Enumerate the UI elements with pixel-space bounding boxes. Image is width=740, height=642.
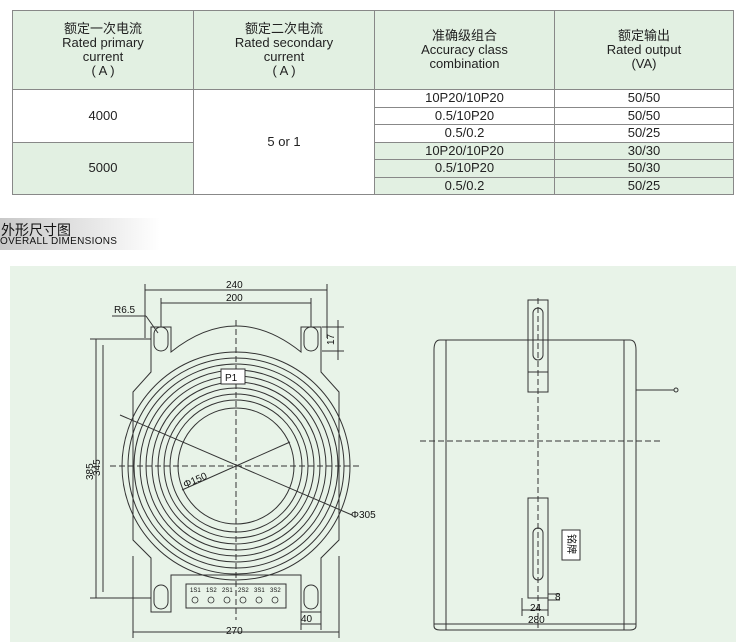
dim-345: 345: [92, 459, 103, 476]
phi305-leader: [119, 414, 353, 516]
spec-table: 额定一次电流 Rated primary current ( A ) 额定二次电…: [12, 10, 734, 195]
side-lug-bottom: [527, 497, 549, 599]
cell-secondary: 5 or 1: [193, 89, 375, 195]
slot-bottom-left: [153, 584, 169, 610]
header-primary: 额定一次电流 Rated primary current ( A ): [12, 10, 194, 90]
drawing-area: [10, 266, 736, 642]
cell-output: 50/30: [554, 159, 734, 178]
terminal-label: 3S2: [270, 588, 281, 594]
label-p1: P1: [225, 373, 238, 384]
cell-accuracy: 0.5/0.2: [374, 176, 555, 195]
dim-40: 40: [301, 614, 313, 625]
nameplate-label: 铭牌: [565, 534, 578, 554]
cell-primary-5000: 5000: [12, 141, 194, 195]
header-secondary: 额定二次电流 Rated secondary current ( A ): [193, 10, 375, 90]
dim-phi150: Φ150: [182, 471, 209, 491]
terminal-label: 1S2: [206, 588, 217, 594]
table-header-row: 额定一次电流 Rated primary current ( A ) 额定二次电…: [12, 10, 734, 90]
front-housing-outline: [132, 325, 340, 613]
dim-200: 200: [226, 293, 243, 304]
table-row: 0.5/0.2 50/25: [13, 124, 734, 143]
terminal-label: 1S1: [190, 588, 201, 594]
terminal-block: [185, 583, 287, 609]
terminal-screw-icon: [223, 596, 231, 604]
cell-accuracy: 10P20/10P20: [374, 89, 555, 108]
table-row: 0.5/0.2 50/25: [13, 176, 734, 195]
terminal-label: 2S1: [222, 588, 233, 594]
terminal-screw-icon: [271, 596, 279, 604]
cell-output: 30/30: [554, 141, 734, 160]
cell-output: 50/25: [554, 176, 734, 195]
slot-top-right: [303, 326, 319, 352]
terminal-label: 2S2: [238, 588, 249, 594]
section-heading: 外形尺寸图 OVERALL DIMENSIONS: [0, 218, 160, 250]
section-heading-en: OVERALL DIMENSIONS: [0, 236, 118, 247]
table-row: 0.5/10P20 50/30: [13, 159, 734, 178]
dim-phi305: Φ305: [351, 510, 376, 521]
output-terminal-icon: [673, 387, 679, 393]
phi150-leader: [181, 441, 291, 491]
terminal-label: 3S1: [254, 588, 265, 594]
section-heading-zh: 外形尺寸图: [1, 222, 71, 238]
dim-240: 240: [226, 280, 243, 291]
terminal-screw-icon: [191, 596, 199, 604]
dim-24: 24: [530, 603, 542, 614]
p1-box: [220, 368, 246, 385]
cell-accuracy: 0.5/10P20: [374, 106, 555, 125]
dim-385: 385: [85, 463, 96, 480]
terminal-screw-icon: [207, 596, 215, 604]
cell-accuracy: 0.5/0.2: [374, 124, 555, 143]
cell-accuracy: 10P20/10P20: [374, 141, 555, 160]
dim-280: 280: [528, 615, 545, 626]
nameplate-box: [561, 529, 581, 561]
terminal-screw-icon: [239, 596, 247, 604]
terminal-screw-icon: [255, 596, 263, 604]
dim-17: 17: [326, 333, 337, 345]
dim-8: 8: [555, 592, 561, 603]
terminal-labels: 1S1 1S2 2S1 2S2 3S1 3S2: [190, 588, 281, 594]
side-housing-outline: [433, 339, 637, 631]
header-accuracy: 准确级组合 Accuracy class combination: [374, 10, 555, 90]
cell-output: 50/25: [554, 124, 734, 143]
dim-r65: R6.5: [114, 305, 136, 316]
table-row: 4000 5 or 1 10P20/10P20 50/50: [12, 89, 734, 195]
dim-270: 270: [226, 626, 243, 637]
slot-bottom-right: [303, 584, 319, 610]
table-row: 5000 10P20/10P20 30/30: [12, 141, 734, 195]
table-row: 0.5/10P20 50/50: [13, 106, 734, 125]
header-output: 额定输出 Rated output (VA): [554, 10, 734, 90]
cell-output: 50/50: [554, 89, 734, 108]
cell-primary-4000: 4000: [12, 89, 194, 143]
